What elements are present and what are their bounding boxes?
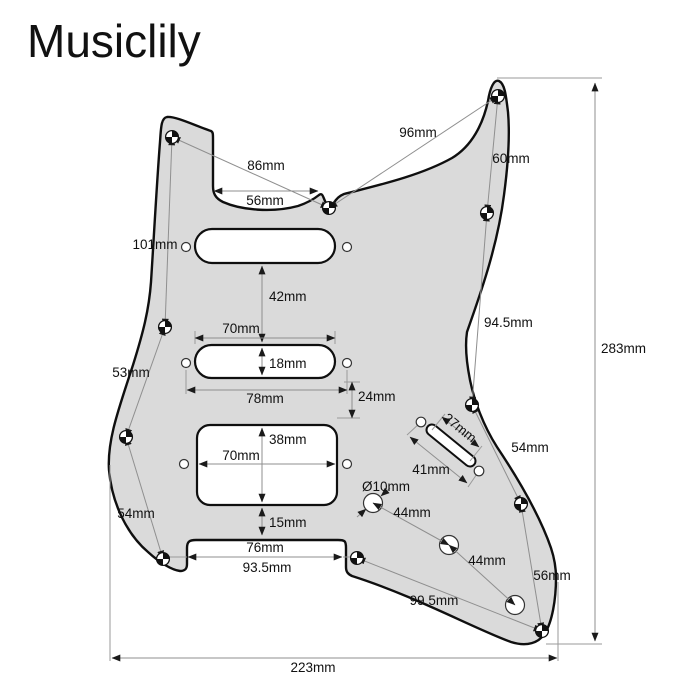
screw-hole	[349, 550, 365, 566]
dim-label-dia10mm: Ø10mm	[362, 479, 410, 494]
pickup-screw-hole	[180, 357, 192, 369]
screw-hole	[164, 129, 180, 145]
dim-label-94-5mm: 94.5mm	[484, 315, 533, 330]
dim-label-56mm-top: 56mm	[246, 193, 284, 208]
screw-hole	[479, 205, 495, 221]
dim-label-86mm: 86mm	[247, 158, 285, 173]
dim-label-24mm: 24mm	[358, 389, 396, 404]
screw-hole	[157, 319, 173, 335]
dim-label-15mm: 15mm	[269, 515, 307, 530]
dimension-labels: 86mm 96mm 60mm 56mm 101mm 42mm 70mm 18mm…	[112, 125, 646, 675]
pickup-screw-hole	[341, 357, 353, 369]
mounting-screw-holes	[178, 241, 485, 477]
dim-label-56mm-right: 56mm	[533, 568, 571, 583]
pickup-screw-hole	[341, 458, 353, 470]
switch-screw-hole	[473, 465, 485, 477]
dim-label-93-5mm: 93.5mm	[243, 560, 292, 575]
humbucker-pickup-cutout	[195, 423, 339, 507]
screw-hole	[534, 623, 550, 639]
dim-label-54mm-left: 54mm	[117, 506, 155, 521]
dim-label-96mm: 96mm	[399, 125, 437, 140]
dim-label-99-5mm: 99.5mm	[410, 593, 459, 608]
pickup-screw-hole	[341, 241, 353, 253]
pickup-screw-hole	[178, 458, 190, 470]
dim-label-70mm-mid: 70mm	[222, 321, 260, 336]
screw-hole	[155, 551, 171, 567]
dim-label-76mm: 76mm	[246, 540, 284, 555]
dim-label-70mm-hb: 70mm	[222, 448, 260, 463]
screw-hole	[490, 88, 506, 104]
brand-logo: Musiclily	[27, 15, 201, 67]
dim-label-44mm-b: 44mm	[468, 553, 506, 568]
screw-hole	[464, 397, 480, 413]
screw-spacing-lines	[125, 95, 545, 632]
dim-label-41mm: 41mm	[412, 462, 450, 477]
neck-pickup-cutout	[193, 227, 337, 265]
dim-label-223mm: 223mm	[290, 660, 335, 675]
pickup-screw-hole	[180, 241, 192, 253]
switch-screw-hole	[415, 416, 427, 428]
dim-label-60mm: 60mm	[492, 151, 530, 166]
dim-label-54mm-right: 54mm	[511, 440, 549, 455]
middle-pickup-cutout	[193, 343, 337, 380]
dim-label-18mm: 18mm	[269, 356, 307, 371]
screw-hole	[321, 200, 337, 216]
screw-hole	[118, 429, 134, 445]
dim-label-42mm: 42mm	[269, 289, 307, 304]
dim-label-78mm: 78mm	[246, 391, 284, 406]
dim-label-38mm: 38mm	[269, 432, 307, 447]
dim-label-283mm: 283mm	[601, 341, 646, 356]
dim-label-44mm-a: 44mm	[393, 505, 431, 520]
dimension-lines	[111, 82, 599, 662]
dim-label-53mm: 53mm	[112, 365, 150, 380]
screw-hole	[513, 496, 529, 512]
dim-label-101mm: 101mm	[132, 237, 177, 252]
